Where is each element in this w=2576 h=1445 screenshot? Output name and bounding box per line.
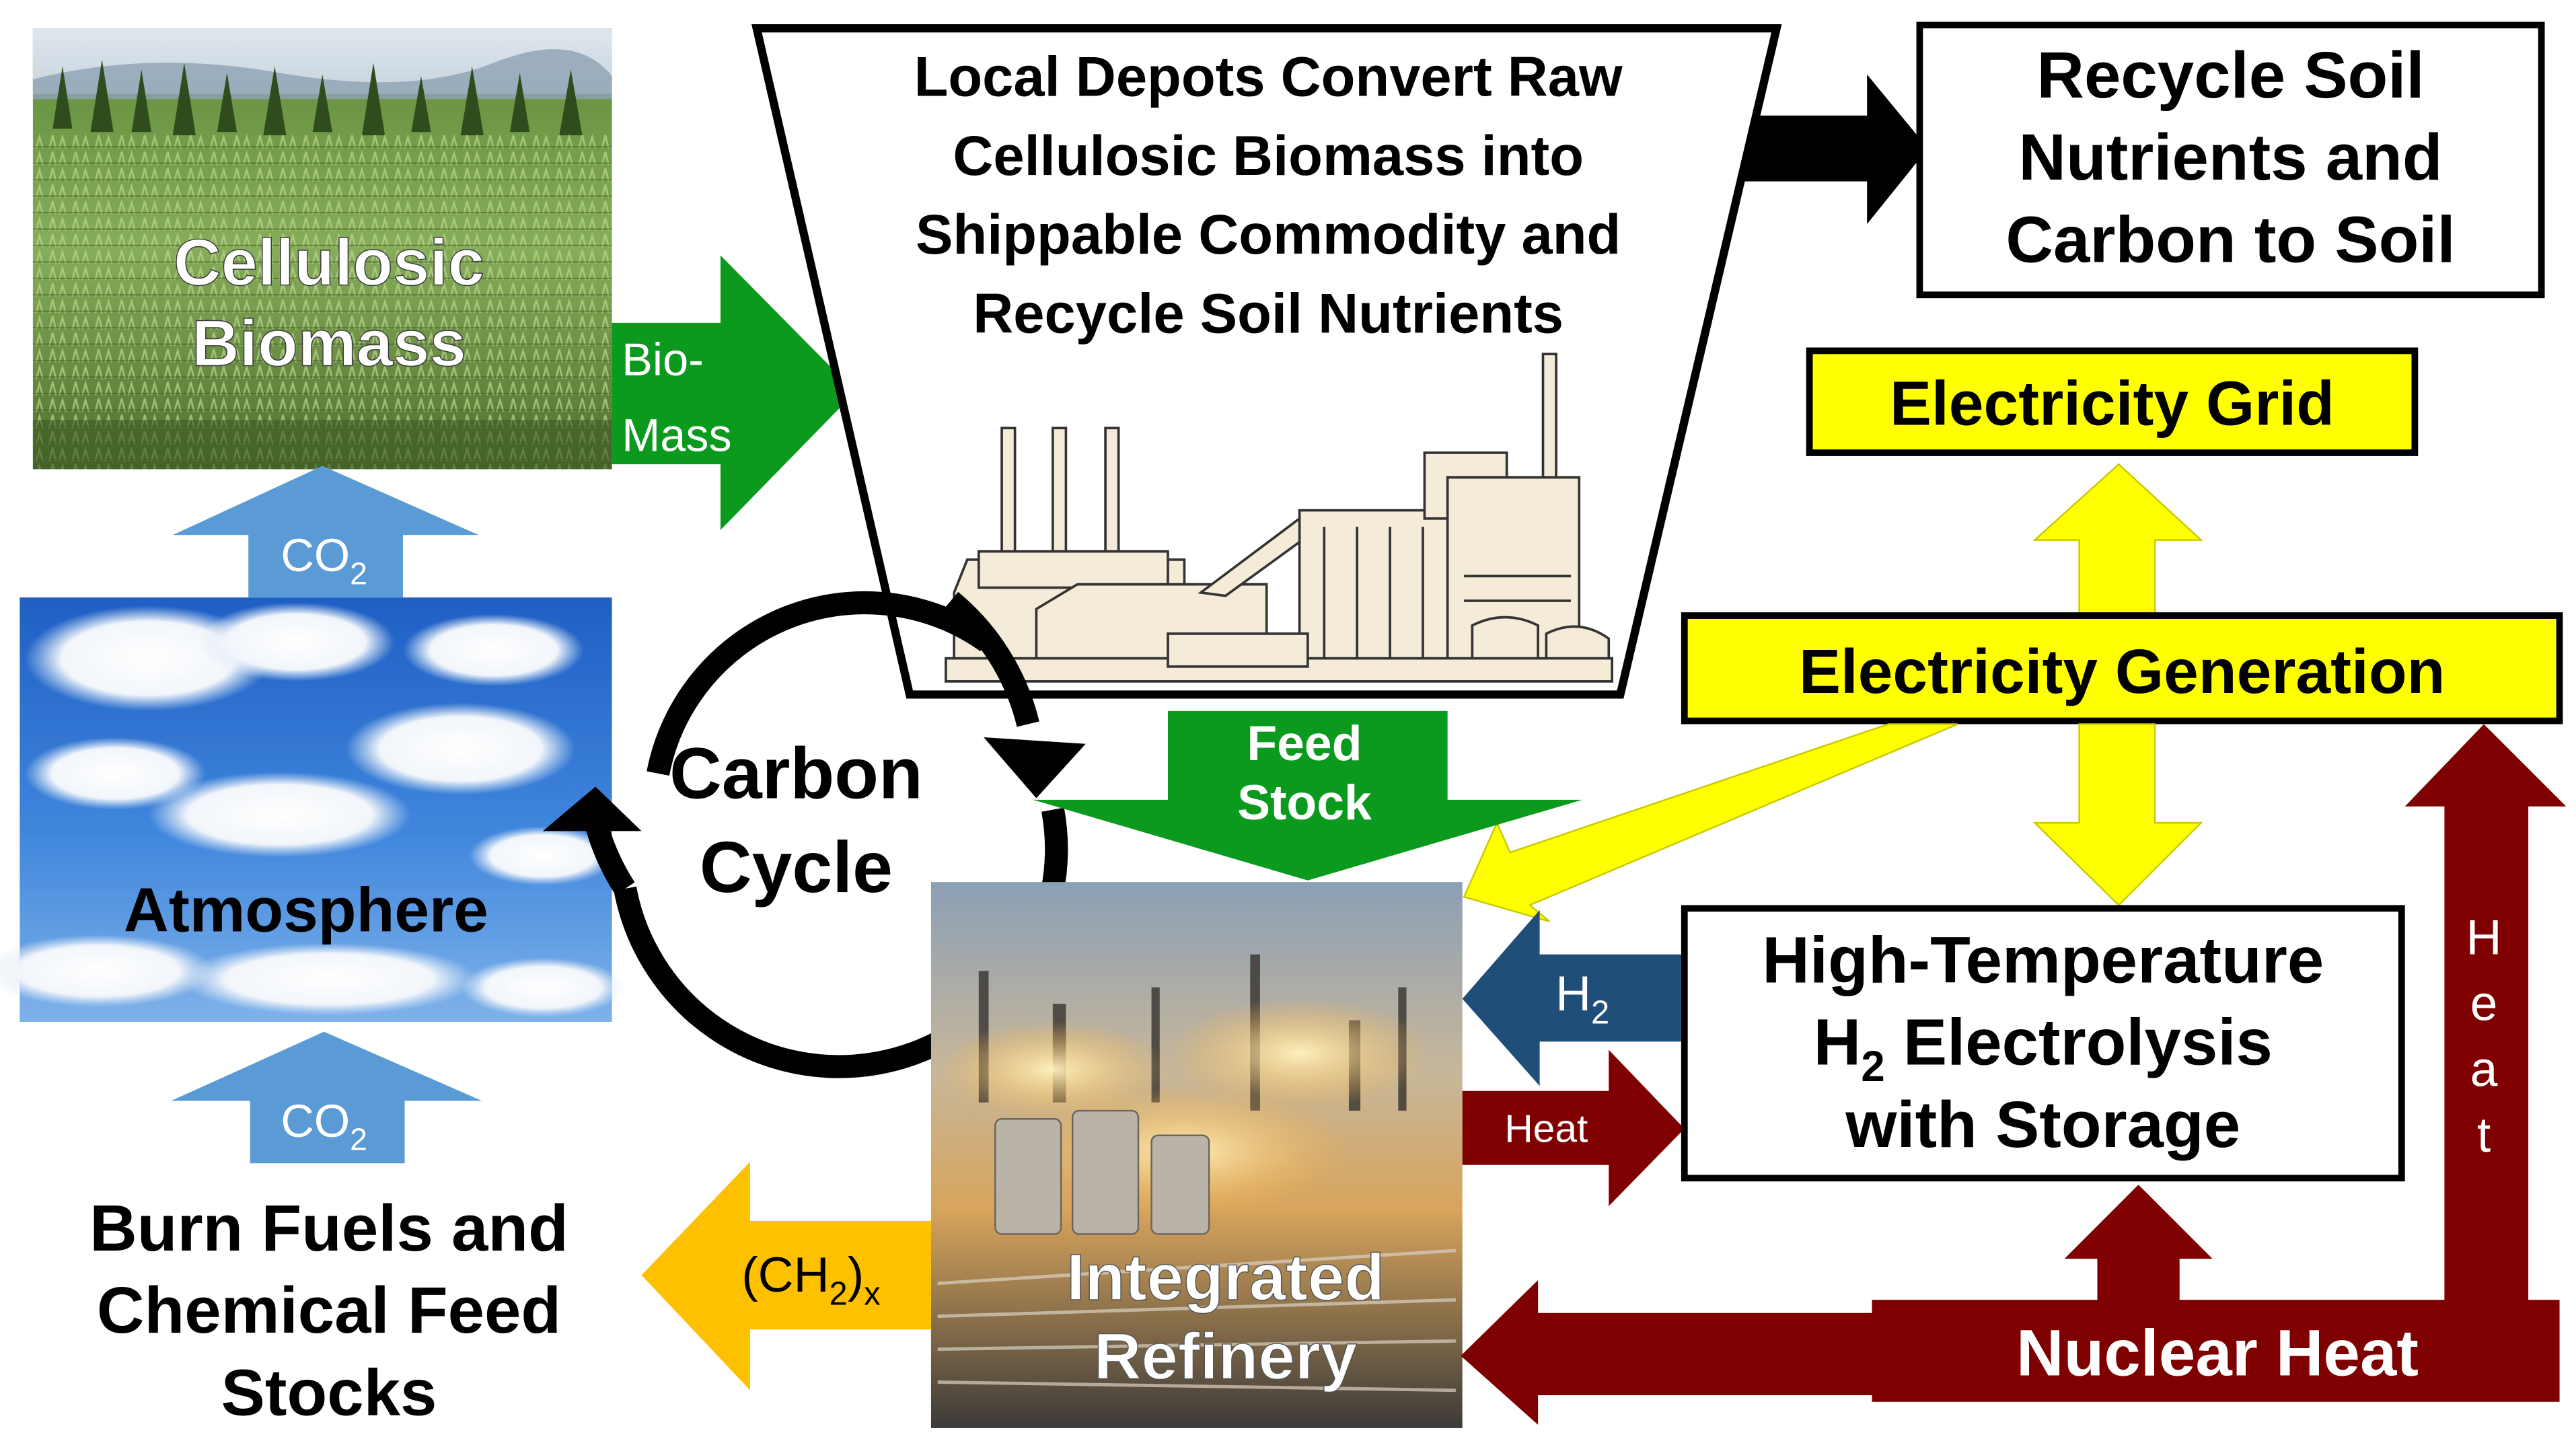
- recycle-soil-arrow: [1737, 74, 1928, 225]
- electricity-grid-box: [1806, 347, 2419, 456]
- integrated-refinery-label-line2: Refinery: [1094, 1319, 1357, 1393]
- co2-arrow-bottom: [171, 1031, 482, 1164]
- local-depots-label-line2: Cellulosic Biomass into: [953, 124, 1584, 187]
- feed-stock-label-line2: Stock: [1237, 775, 1372, 830]
- cellulosic-biomass-label-line2: Biomass: [192, 305, 466, 379]
- atmosphere-photo: [0, 597, 626, 1023]
- electricity-generation-label: Electricity Generation: [1799, 636, 2445, 706]
- co2-arrow-top: [172, 466, 479, 598]
- recycle-soil-label-line3: Carbon to Soil: [2005, 202, 2455, 276]
- h2-arrow-label: H2: [1555, 966, 1609, 1031]
- local-depots-label-line1: Local Depots Convert Raw: [914, 45, 1623, 108]
- heat-vertical-letter-h: H: [2466, 910, 2502, 965]
- burn-fuels-label-line2: Chemical Feed: [97, 1273, 561, 1347]
- carbon-cycle-label-line1: Carbon: [669, 733, 923, 813]
- burn-fuels-label-line1: Burn Fuels and: [89, 1191, 568, 1265]
- integrated-refinery-label-line1: Integrated: [1066, 1240, 1385, 1314]
- nuclear-heat-label: Nuclear Heat: [2016, 1316, 2419, 1390]
- factory-illustration: [945, 353, 1614, 683]
- nuclear-heat-arrow: [1461, 1185, 2560, 1425]
- electrolysis-box: [1681, 905, 2405, 1182]
- electrolysis-label-line3: with Storage: [1845, 1087, 2240, 1161]
- yellow-arrow-to-electrolysis: [2032, 723, 2203, 907]
- local-depots-label-line3: Shippable Commodity and: [916, 203, 1621, 266]
- heat-arrow-refinery: [1462, 1049, 1685, 1206]
- recycle-soil-box: [1916, 22, 2545, 299]
- burn-fuels-label-line3: Stocks: [221, 1355, 437, 1429]
- integrated-refinery-photo: [930, 882, 1463, 1428]
- heat-vertical-arrow: [2404, 724, 2567, 1308]
- yellow-arrow-to-refinery: [1463, 723, 1958, 923]
- carbon-cycle-label-line2: Cycle: [700, 827, 893, 907]
- biomass-arrow: [612, 255, 856, 530]
- ch2x-arrow: [641, 1161, 931, 1391]
- heat-vertical-letter-t: t: [2477, 1107, 2491, 1162]
- h2-arrow: [1462, 910, 1681, 1086]
- biomass-arrow-label-line2: Mass: [622, 410, 732, 461]
- local-depots-label-line4: Recycle Soil Nutrients: [973, 283, 1563, 345]
- atmosphere-label: Atmosphere: [124, 875, 488, 945]
- heat-arrow-refinery-label: Heat: [1504, 1107, 1588, 1150]
- co2-arrow-top-label: CO2: [281, 529, 367, 591]
- heat-vertical-letter-a: a: [2470, 1041, 2498, 1097]
- electricity-grid-label: Electricity Grid: [1890, 368, 2334, 438]
- electricity-generation-box: [1681, 612, 2563, 725]
- co2-arrow-bottom-label: CO2: [281, 1095, 367, 1157]
- heat-vertical-letter-e: e: [2470, 976, 2498, 1031]
- cellulosic-biomass-label-line1: Cellulosic: [174, 225, 484, 299]
- feed-stock-label-line1: Feed: [1247, 716, 1362, 771]
- cellulosic-biomass-photo: [32, 28, 612, 470]
- feed-stock-arrow: [1033, 710, 1583, 881]
- electrolysis-label-line2: H2 Electrolysis: [1814, 1005, 2273, 1090]
- recycle-soil-label-line1: Recycle Soil: [2036, 38, 2424, 112]
- recycle-soil-label-line2: Nutrients and: [2018, 120, 2442, 194]
- yellow-arrow-to-grid: [2032, 463, 2203, 617]
- electrolysis-label-line1: High-Temperature: [1762, 922, 2324, 996]
- ch2x-arrow-label: (CH2)x: [741, 1247, 880, 1312]
- biomass-arrow-label-line1: Bio-: [622, 334, 704, 385]
